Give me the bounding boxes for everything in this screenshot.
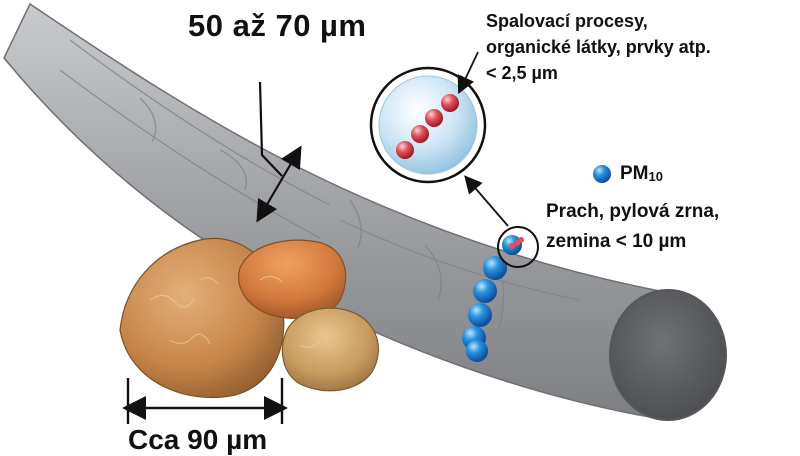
pm25-line-1: Spalovací procesy, xyxy=(486,11,648,31)
pm25-line-2: organické látky, prvky atp. xyxy=(486,37,711,57)
pm25-description: Spalovací procesy, organické látky, prvk… xyxy=(486,8,711,86)
pm25-particle xyxy=(441,94,459,112)
pm10-desc-line-2: zemina < 10 µm xyxy=(546,231,687,252)
pm10-particle xyxy=(483,256,507,280)
pm25-particle xyxy=(396,141,414,159)
sand-width-indicator xyxy=(122,378,288,424)
pm10-description: Prach, pylová zrna, zemina < 10 µm xyxy=(546,197,719,257)
pm10-label: PM10 xyxy=(620,163,663,185)
pm25-line-3: < 2,5 µm xyxy=(486,63,558,83)
magnify-arrow xyxy=(464,175,509,227)
pm25-magnified-view xyxy=(369,66,487,184)
pm10-desc-line-1: Prach, pylová zrna, xyxy=(546,201,720,222)
pm10-particle xyxy=(468,303,492,327)
pm10-label-sub: 10 xyxy=(648,169,663,184)
sand-grains xyxy=(119,237,379,399)
pm25-text-arrow xyxy=(457,51,479,95)
sand-width-label: Cca 90 µm xyxy=(128,424,268,455)
hair-cross-section xyxy=(609,289,727,421)
pm10-particle xyxy=(466,340,488,362)
hair-width-indicator xyxy=(256,81,302,223)
pm10-legend-dot xyxy=(593,165,611,183)
pm10-particle xyxy=(473,279,497,303)
pm10-label-main: PM xyxy=(620,163,649,184)
pm25-small-highlight xyxy=(497,226,539,268)
pm10-particle-chain xyxy=(462,256,507,362)
pm25-particle xyxy=(411,125,429,143)
pm25-particle xyxy=(425,109,443,127)
hair-width-label: 50 až 70 µm xyxy=(188,8,367,43)
